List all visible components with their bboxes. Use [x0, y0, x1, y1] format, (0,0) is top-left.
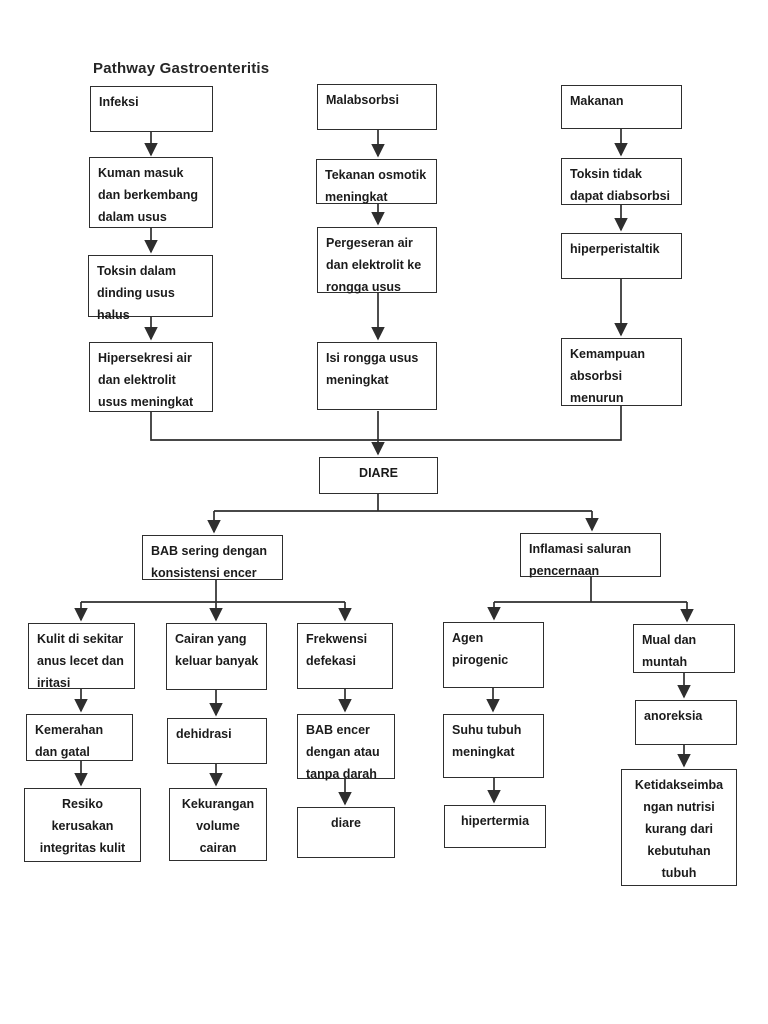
- node-mual-muntah: Mual dan muntah: [633, 624, 735, 673]
- node-isi-rongga: Isi rongga usus meningkat: [317, 342, 437, 410]
- node-frekwensi: Frekwensi defekasi: [297, 623, 393, 689]
- node-bab-sering: BAB sering dengan konsistensi encer: [142, 535, 283, 580]
- node-tekanan-osmotik: Tekanan osmotik meningkat: [316, 159, 437, 204]
- node-kemampuan: Kemampuan absorbsi menurun: [561, 338, 682, 406]
- node-cairan-keluar: Cairan yang keluar banyak: [166, 623, 267, 690]
- node-dehidrasi: dehidrasi: [167, 718, 267, 764]
- node-diare-sub: diare: [297, 807, 395, 858]
- node-kemerahan: Kemerahan dan gatal: [26, 714, 133, 761]
- node-infeksi: Infeksi: [90, 86, 213, 132]
- node-inflamasi: Inflamasi saluran pencernaan: [520, 533, 661, 578]
- node-toksin-tidak: Toksin tidak dapat diabsorbsi: [561, 158, 682, 205]
- node-anoreksia: anoreksia: [635, 700, 737, 745]
- node-bab-encer: BAB encer dengan atau tanpa darah: [297, 714, 395, 781]
- diare-split-line: [214, 494, 592, 512]
- bab-split-line: [81, 580, 345, 603]
- node-suhu-tubuh: Suhu tubuh meningkat: [443, 714, 544, 778]
- node-hiperperistaltik: hiperperistaltik: [561, 233, 682, 279]
- merge-elbow-line: [150, 406, 622, 441]
- node-kulit-sekitar: Kulit di sekitar anus lecet dan iritasi: [28, 623, 135, 690]
- inflamasi-split-line: [494, 577, 687, 603]
- node-makanan: Makanan: [561, 85, 682, 129]
- node-diare-main: DIARE: [319, 457, 438, 494]
- node-kekurangan-volume: Kekurangan volume cairan: [169, 788, 267, 861]
- node-agen-pirogenic: Agen pirogenic: [443, 622, 544, 688]
- node-pergeseran-air: Pergeseran air dan elektrolit ke rongga …: [317, 227, 437, 294]
- node-toksin-dalam: Toksin dalam dinding usus halus: [88, 255, 213, 322]
- page-title: Pathway Gastroenteritis: [93, 60, 270, 77]
- node-hipersekresi: Hipersekresi air dan elektrolit usus men…: [89, 342, 213, 412]
- node-kuman-masuk: Kuman masuk dan berkembang dalam usus: [89, 157, 213, 228]
- node-resiko-kerusakan: Resiko kerusakan integritas kulit: [24, 788, 141, 862]
- node-ketidakseimbangan: Ketidakseimba ngan nutrisi kurang dari k…: [621, 769, 737, 886]
- node-malabsorbsi: Malabsorbsi: [317, 84, 437, 130]
- node-hipertermia: hipertermia: [444, 805, 546, 848]
